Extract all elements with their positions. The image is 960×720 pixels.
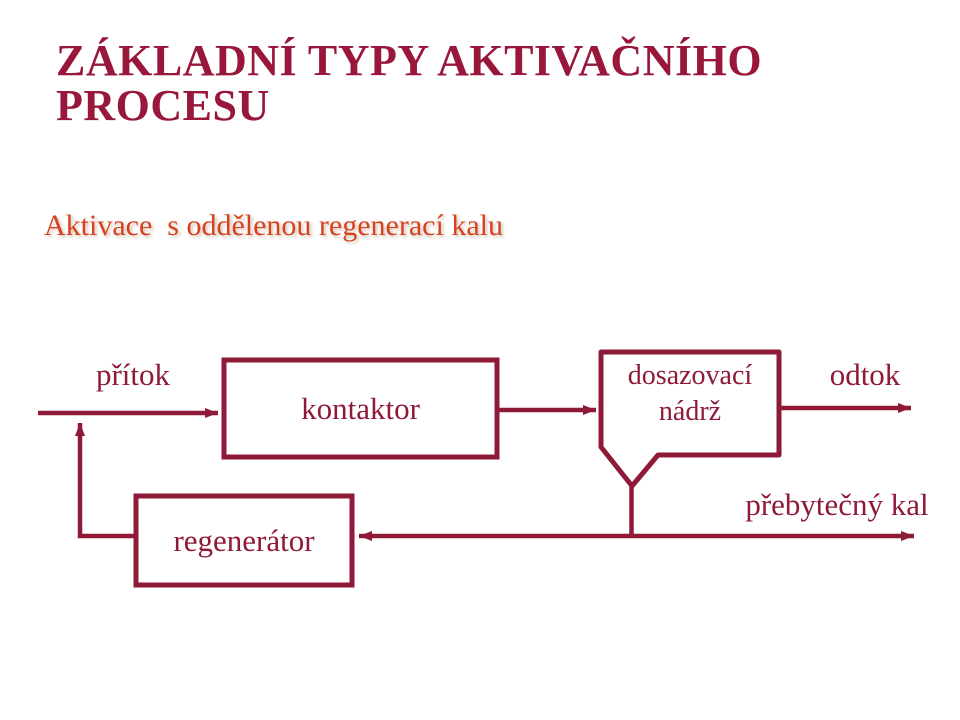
slide-title: ZÁKLADNÍ TYPY AKTIVAČNÍHO PROCESU — [56, 38, 776, 128]
slide-title-line-2: PROCESU — [56, 81, 270, 130]
regenerator-box — [133, 493, 355, 588]
outflow-label: odtok — [829, 357, 901, 392]
slide-subtitle: Aktivace s oddělenou regenerací kalu — [44, 209, 503, 242]
settling-tank-shape — [598, 349, 782, 489]
settling-tank-label: dosazovací nádrž — [627, 360, 753, 427]
contactor-label: kontaktor — [301, 390, 420, 426]
excess-sludge-label: přebytečný kal — [745, 487, 929, 522]
inflow-label: přítok — [95, 357, 171, 392]
recycle-return-arrow — [75, 423, 136, 539]
regenerator-label: regenerátor — [173, 522, 315, 558]
slide-title-line-1: ZÁKLADNÍ TYPY AKTIVAČNÍHO — [56, 36, 763, 85]
